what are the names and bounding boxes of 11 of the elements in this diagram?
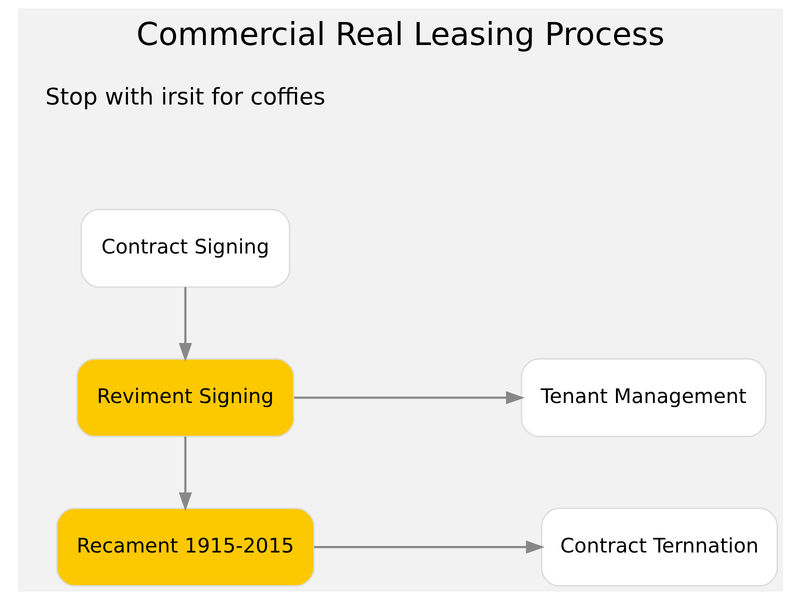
- node-box: Tenant Management: [520, 358, 766, 438]
- arrow: [178, 287, 192, 362]
- label: Stop with irsit for coffies: [44, 84, 325, 110]
- diagram-title: Commercial Real Leasing Process: [136, 17, 664, 54]
- arrow: [294, 391, 524, 404]
- node-box: Recament 1915-2015: [56, 508, 314, 587]
- arrow: [178, 436, 192, 512]
- node-box: Reviment Signing: [76, 358, 294, 438]
- arrow: [314, 540, 544, 554]
- node-box: Contract Ternnation: [540, 508, 778, 587]
- node-box: Contract Signing: [80, 208, 290, 288]
